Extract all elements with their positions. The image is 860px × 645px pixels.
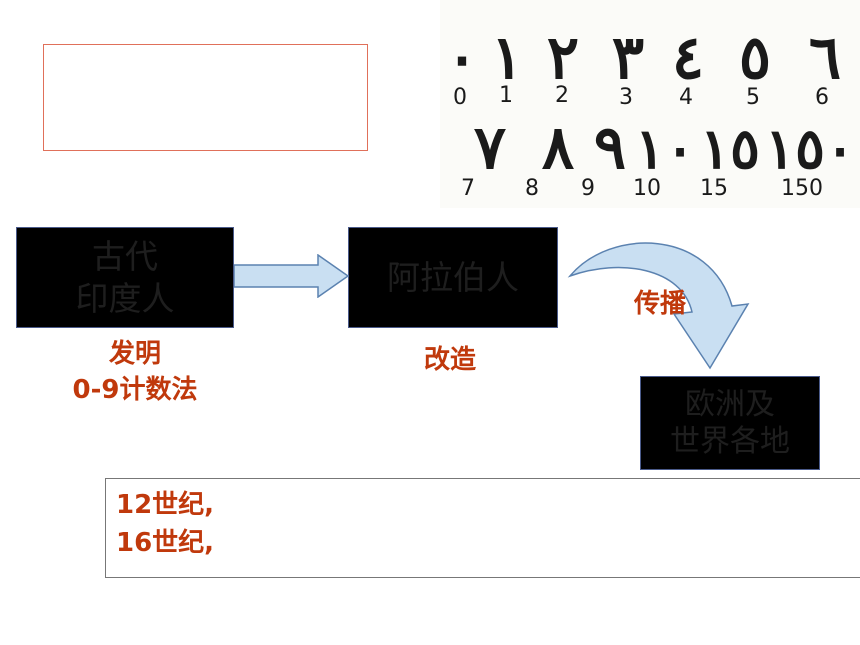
western-digit-4: 4: [679, 85, 693, 110]
arabic-numeral-9: ٩: [594, 113, 626, 183]
western-digit-1: 1: [499, 83, 513, 108]
arabic-numeral-15: ١٥: [700, 116, 760, 182]
empty-text-box: [43, 44, 368, 151]
arabic-numeral-6: ٦: [809, 23, 841, 93]
western-number-150: 150: [781, 176, 823, 201]
arabic-numeral-1: ١: [491, 23, 523, 93]
arrow-right-connector: [234, 254, 350, 298]
label-spread: 传播: [633, 289, 686, 319]
node-ancient-indians-line1: 古代: [92, 237, 158, 277]
arabic-numeral-0: ٠: [446, 23, 478, 93]
arabic-numeral-4: ٤: [672, 23, 704, 93]
curved-arrow-connector: [567, 242, 750, 370]
node-europe-world: 欧洲及 世界各地: [640, 376, 820, 470]
arabic-numeral-150: ١٥٠: [765, 116, 855, 182]
western-digit-9: 9: [581, 176, 595, 201]
arabic-numeral-3: ٣: [612, 23, 644, 93]
western-digit-0: 0: [453, 85, 467, 110]
node-arabs: 阿拉伯人: [348, 227, 558, 328]
label-invented: 发明 0-9计数法: [40, 336, 230, 409]
node-europe-line2: 世界各地: [670, 424, 790, 459]
node-ancient-indians-line2: 印度人: [75, 278, 175, 318]
label-modified: 改造: [423, 345, 476, 375]
western-number-15: 15: [700, 176, 728, 201]
western-digit-5: 5: [746, 85, 760, 110]
western-number-10: 10: [633, 176, 661, 201]
node-arabs-label: 阿拉伯人: [387, 257, 519, 297]
western-digit-2: 2: [555, 83, 569, 108]
notes-box: 12世纪, 16世纪,: [105, 478, 860, 578]
node-europe-line1: 欧洲及: [685, 386, 775, 422]
arabic-numeral-2: ٢: [547, 23, 579, 93]
arabic-numeral-5: ٥: [739, 23, 771, 93]
western-digit-3: 3: [619, 85, 633, 110]
western-digit-7: 7: [461, 176, 475, 201]
arabic-numeral-7: ٧: [474, 113, 507, 183]
arabic-numeral-10: ١٠: [635, 116, 695, 182]
western-digit-6: 6: [815, 85, 829, 110]
western-digit-8: 8: [525, 176, 539, 201]
label-invented-line2: 0-9计数法: [72, 375, 198, 406]
note-line-12th-century: 12世纪,: [116, 490, 215, 520]
numeral-comparison-image: ٠ ١ ٢ ٣ ٤ ٥ ٦ ٧ ٨ ٩ ١٠ ١٥ ١٥٠ 0 1 2 3 4 …: [440, 0, 860, 208]
node-ancient-indians: 古代 印度人: [16, 227, 234, 328]
arabic-numeral-8: ٨: [542, 113, 575, 183]
note-line-16th-century: 16世纪,: [116, 527, 215, 558]
label-invented-line1: 发明: [108, 339, 161, 369]
